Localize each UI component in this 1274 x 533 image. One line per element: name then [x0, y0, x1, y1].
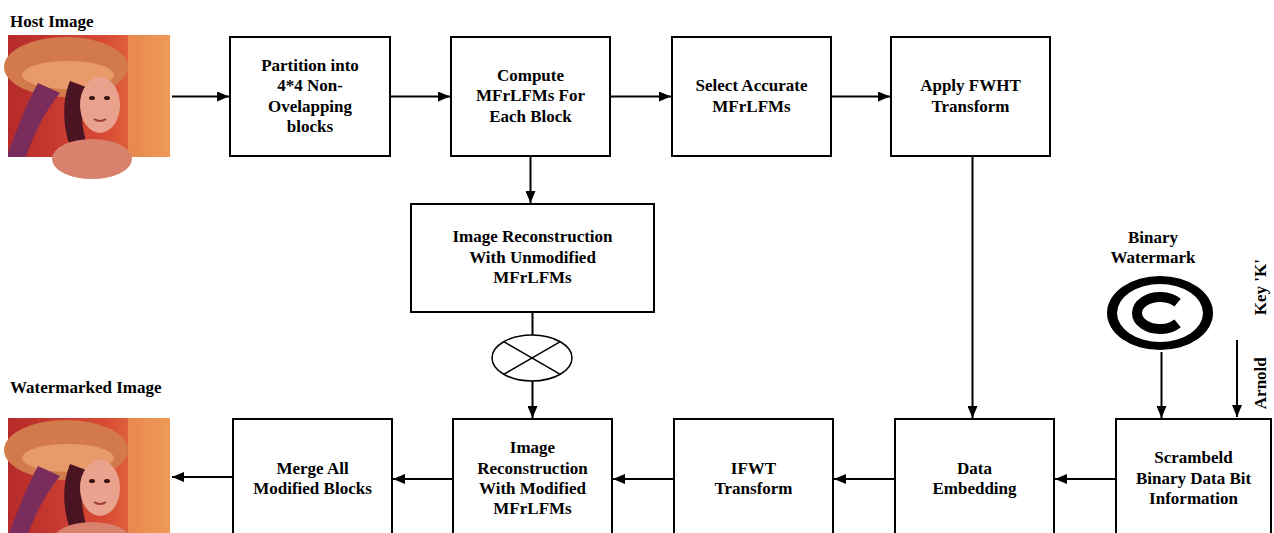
- process-box: Scrambeld Binary Data Bit Information: [1115, 418, 1272, 533]
- multiply-symbol: [492, 335, 572, 381]
- flow-arrow: [972, 157, 974, 418]
- process-box: Image Reconstruction With Unmodified MFr…: [410, 203, 655, 313]
- copyright-symbol: [1107, 276, 1213, 350]
- box-text: Scrambeld Binary Data Bit Information: [1135, 448, 1252, 509]
- box-text: Merge All Modified Blocks: [252, 459, 373, 500]
- box-text: Image Reconstruction With Unmodified MFr…: [442, 227, 623, 288]
- box-text: Data Embedding: [914, 459, 1035, 500]
- panel-heading: Binary Watermark: [1102, 228, 1204, 269]
- box-text: Image Reconstruction With Modified MFrLF…: [472, 438, 593, 520]
- box-text: IFWT Transform: [693, 459, 814, 500]
- process-box: Select Accurate MFrLFMs: [671, 36, 832, 157]
- box-text: Apply FWHT Transform: [910, 76, 1031, 117]
- flow-arrow: [1161, 352, 1163, 418]
- watermark-panel: Binary Watermark: [1098, 226, 1208, 352]
- process-box: IFWT Transform: [673, 418, 834, 533]
- process-box: Compute MFrLFMs For Each Block: [450, 36, 611, 157]
- process-box: Data Embedding: [894, 418, 1055, 533]
- key-arrow: [1236, 340, 1238, 417]
- image-panel: Host Image: [6, 10, 172, 158]
- box-text: Compute MFrLFMs For Each Block: [470, 66, 591, 127]
- process-box: Merge All Modified Blocks: [232, 418, 393, 533]
- flow-arrow: [832, 96, 890, 98]
- flow-arrow: [393, 478, 452, 480]
- flow-arrow: [1055, 478, 1115, 480]
- panel-heading: Watermarked Image: [10, 378, 162, 398]
- key-label: Key 'K': [1251, 259, 1271, 315]
- box-text: Select Accurate MFrLFMs: [691, 76, 812, 117]
- arnold-label: Arnold: [1251, 357, 1271, 409]
- flow-arrow: [611, 96, 671, 98]
- box-text: Partition into 4*4 Non-Ovelapping blocks: [249, 56, 371, 138]
- host-image-picture: [4, 35, 170, 179]
- flow-arrow: [172, 476, 232, 478]
- watermarked-image-picture: [4, 418, 170, 533]
- flow-arrow: [530, 157, 532, 203]
- process-box: Apply FWHT Transform: [890, 36, 1051, 157]
- image-panel: Watermarked Image: [6, 376, 172, 533]
- process-box: Partition into 4*4 Non-Ovelapping blocks: [229, 36, 391, 157]
- flow-arrow: [172, 96, 229, 98]
- panel-heading: Host Image: [10, 12, 94, 32]
- flow-arrow: [391, 96, 450, 98]
- flow-arrow: [834, 478, 894, 480]
- process-box: Image Reconstruction With Modified MFrLF…: [452, 418, 613, 533]
- flow-arrow: [613, 478, 673, 480]
